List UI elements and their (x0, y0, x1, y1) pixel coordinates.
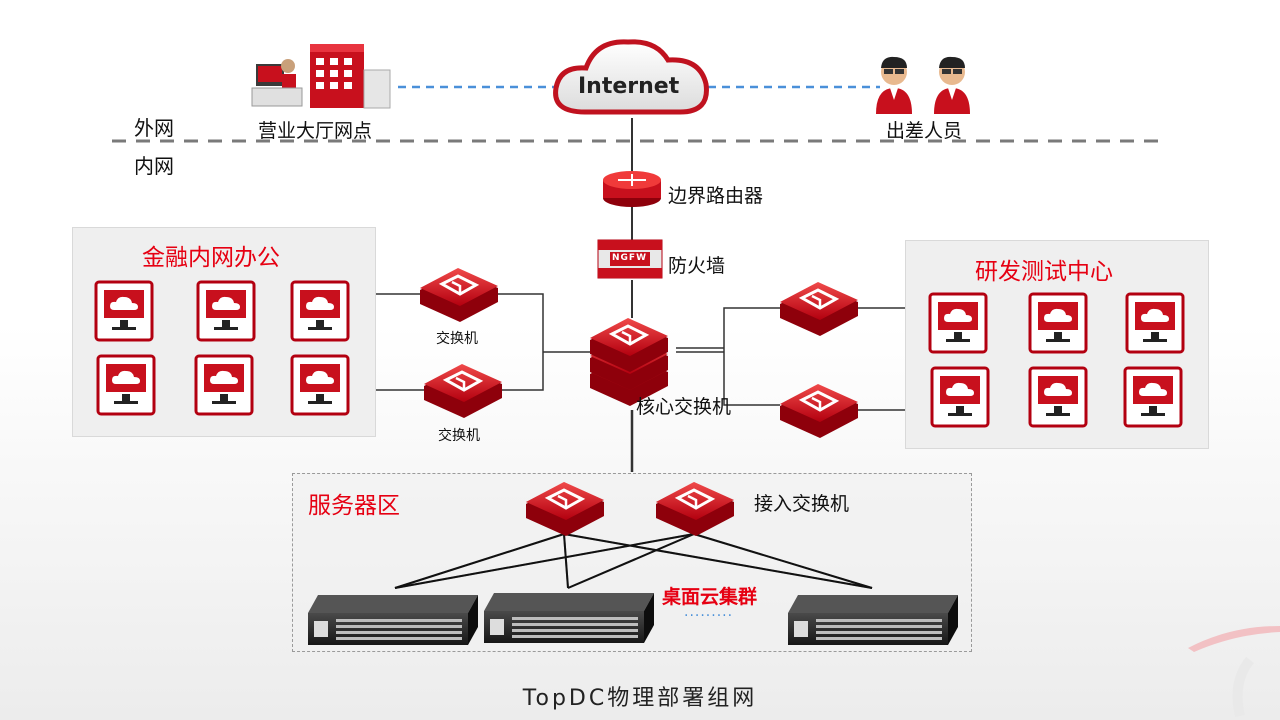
branch-office-icon (251, 44, 391, 109)
finance-office-title: 金融内网办公 (142, 245, 280, 271)
diagram-caption: TopDC物理部署组网 (522, 686, 758, 711)
rnd-switch-2-icon (778, 382, 860, 440)
finance-switch-2-label: 交换机 (438, 428, 480, 444)
core-switch-label: 核心交换机 (636, 396, 732, 418)
firewall-label: 防火墙 (668, 255, 726, 277)
finance-desktop-6-icon (290, 354, 350, 416)
travel-staff-label: 出差人员 (886, 120, 963, 142)
cluster-ellipsis: ········· (684, 608, 734, 624)
border-router-icon (603, 171, 661, 207)
rnd-desktop-5-icon (1028, 366, 1088, 428)
rnd-switch-1-icon (778, 280, 860, 338)
server-zone-title: 服务器区 (308, 493, 400, 519)
finance-desktop-1-icon (94, 280, 154, 342)
rnd-desktop-3-icon (1125, 292, 1185, 354)
inner-network-label: 内网 (134, 154, 174, 178)
finance-desktop-5-icon (194, 354, 254, 416)
rnd-desktop-1-icon (928, 292, 988, 354)
internet-cloud-icon (553, 39, 709, 115)
finance-switch-1-icon (418, 266, 500, 324)
rnd-desktop-2-icon (1028, 292, 1088, 354)
access-switch-label: 接入交换机 (754, 493, 850, 515)
finance-desktop-2-icon (196, 280, 256, 342)
rnd-center-title: 研发测试中心 (975, 259, 1113, 285)
decorative-swoosh (1188, 626, 1280, 718)
border-router-label: 边界路由器 (668, 185, 764, 207)
rnd-desktop-6-icon (1123, 366, 1183, 428)
outer-network-label: 外网 (134, 116, 174, 140)
finance-switch-2-icon (422, 362, 504, 420)
finance-desktop-3-icon (290, 280, 350, 342)
rnd-desktop-4-icon (930, 366, 990, 428)
firewall-icon (597, 239, 663, 279)
travel-staff-icon (876, 56, 970, 114)
finance-desktop-4-icon (96, 354, 156, 416)
branch-office-label: 营业大厅网点 (258, 120, 373, 142)
finance-switch-1-label: 交换机 (436, 331, 478, 347)
desktop-cloud-cluster-label: 桌面云集群 (662, 586, 758, 608)
internet-label: Internet (578, 74, 680, 99)
firewall-badge: NGFW (612, 253, 647, 263)
